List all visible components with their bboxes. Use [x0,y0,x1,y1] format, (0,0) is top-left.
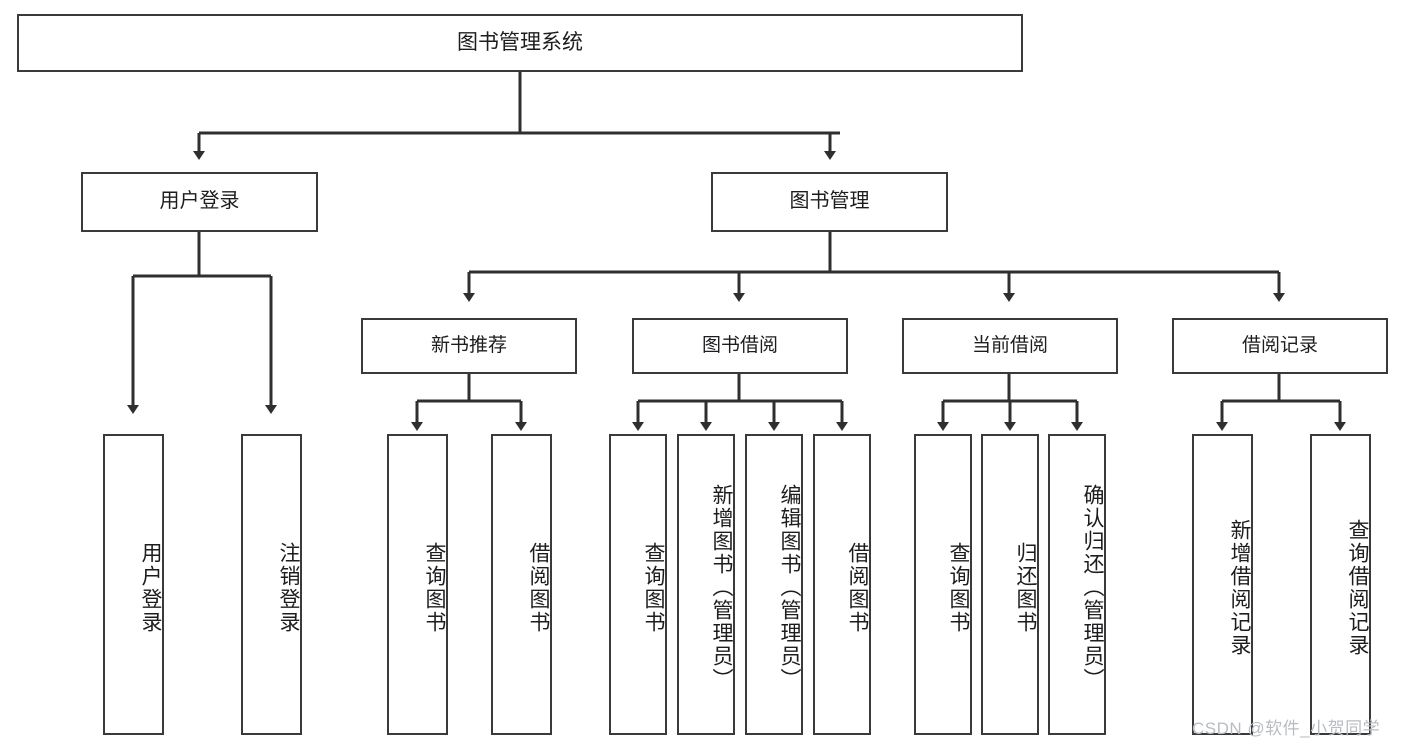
leaf-book-borrow-borrow[interactable]: 借阅图书 [813,434,871,735]
leaf-user-login-logout[interactable]: 注销登录 [241,434,302,735]
node-book-borrow[interactable]: 图书借阅 [632,318,848,374]
leaf-borrow-record-add-label: 新增借阅记录 [1228,518,1251,657]
leaf-borrow-record-query-label: 查询借阅记录 [1346,518,1369,657]
leaf-current-borrow-confirm-label: 确认归还（管理员） [1081,484,1104,691]
node-root-label: 图书管理系统 [457,30,583,54]
node-new-book-recommend[interactable]: 新书推荐 [361,318,577,374]
node-current-borrow-label: 当前借阅 [971,334,1048,356]
leaf-book-borrow-add-label: 新增图书（管理员） [710,484,733,691]
leaf-new-book-borrow-label: 借阅图书 [527,541,550,634]
leaf-borrow-record-add[interactable]: 新增借阅记录 [1192,434,1253,735]
node-user-login[interactable]: 用户登录 [81,172,318,232]
leaf-user-login-logout-label: 注销登录 [277,541,300,634]
leaf-book-borrow-query-label: 查询图书 [642,541,665,634]
leaf-current-borrow-query-label: 查询图书 [947,541,970,634]
leaf-book-borrow-query[interactable]: 查询图书 [609,434,667,735]
node-new-book-recommend-label: 新书推荐 [430,334,507,356]
leaf-book-borrow-borrow-label: 借阅图书 [846,541,869,634]
leaf-new-book-borrow[interactable]: 借阅图书 [491,434,552,735]
leaf-borrow-record-query[interactable]: 查询借阅记录 [1310,434,1371,735]
node-borrow-record-label: 借阅记录 [1241,334,1318,356]
leaf-user-login-login-label: 用户登录 [139,541,162,634]
leaf-new-book-query-label: 查询图书 [423,541,446,634]
leaf-book-borrow-add[interactable]: 新增图书（管理员） [677,434,735,735]
leaf-user-login-login[interactable]: 用户登录 [103,434,164,735]
leaf-current-borrow-return-label: 归还图书 [1014,541,1037,634]
node-book-borrow-label: 图书借阅 [701,334,778,356]
node-book-management-label: 图书管理 [789,190,870,213]
node-current-borrow[interactable]: 当前借阅 [902,318,1118,374]
leaf-current-borrow-confirm[interactable]: 确认归还（管理员） [1048,434,1106,735]
node-borrow-record[interactable]: 借阅记录 [1172,318,1388,374]
leaf-current-borrow-return[interactable]: 归还图书 [981,434,1039,735]
leaf-book-borrow-edit-label: 编辑图书（管理员） [778,484,801,691]
csdn-watermark: CSDN @软件_小贺同学 [1192,719,1381,738]
node-root-system[interactable]: 图书管理系统 [17,14,1023,72]
leaf-current-borrow-query[interactable]: 查询图书 [914,434,972,735]
leaf-new-book-query[interactable]: 查询图书 [387,434,448,735]
node-user-login-label: 用户登录 [159,190,240,213]
leaf-book-borrow-edit[interactable]: 编辑图书（管理员） [745,434,803,735]
node-book-management[interactable]: 图书管理 [711,172,948,232]
